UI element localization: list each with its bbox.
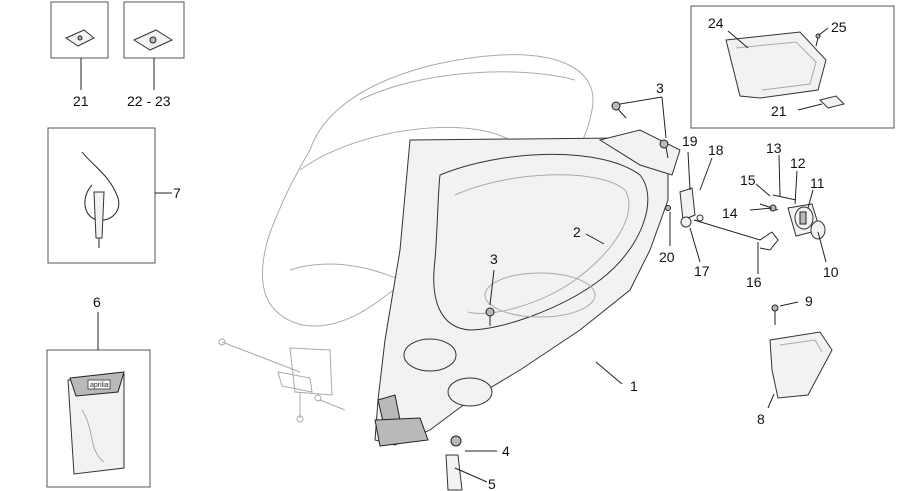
callout-6: 6 bbox=[93, 294, 101, 310]
screw-3-drawing bbox=[485, 101, 669, 326]
helmet-compartment-drawing bbox=[374, 129, 681, 447]
callout-13: 13 bbox=[766, 140, 782, 156]
callout-22-23: 22 - 23 bbox=[127, 93, 171, 109]
callout-9: 9 bbox=[805, 293, 813, 309]
callout-15: 15 bbox=[740, 172, 756, 188]
screw-9-drawing bbox=[771, 304, 779, 325]
callout-10: 10 bbox=[823, 264, 839, 280]
drain-tube-drawing bbox=[445, 435, 463, 491]
callout-14: 14 bbox=[722, 205, 738, 221]
inset-box-22-23 bbox=[123, 1, 185, 59]
callout-4: 4 bbox=[502, 443, 510, 459]
small-hardware-drawing bbox=[665, 187, 696, 228]
lock-rod-drawing bbox=[693, 214, 779, 251]
callout-24: 24 bbox=[708, 15, 724, 31]
callout-16: 16 bbox=[746, 274, 762, 290]
callout-12: 12 bbox=[790, 155, 806, 171]
callout-5: 5 bbox=[488, 476, 496, 491]
callout-17: 17 bbox=[694, 263, 710, 279]
callout-21-box: 21 bbox=[771, 103, 787, 119]
pocket-8-drawing bbox=[769, 331, 833, 399]
callout-19: 19 bbox=[682, 133, 698, 149]
callout-3-bottom: 3 bbox=[490, 251, 498, 267]
pouch-brand-label: aprilia bbox=[90, 382, 109, 389]
seat-hinge-drawing bbox=[218, 338, 346, 423]
callout-7: 7 bbox=[173, 185, 181, 201]
callout-3-top: 3 bbox=[656, 80, 664, 96]
callout-1: 1 bbox=[630, 378, 638, 394]
callout-8: 8 bbox=[757, 411, 765, 427]
callout-11: 11 bbox=[810, 175, 825, 191]
callout-20: 20 bbox=[659, 249, 675, 265]
inset-box-6: aprilia bbox=[46, 349, 151, 488]
leader-lines bbox=[80, 27, 829, 483]
callout-2: 2 bbox=[573, 224, 581, 240]
callout-25: 25 bbox=[831, 19, 847, 35]
inset-box-7 bbox=[47, 127, 156, 264]
inset-box-24-25 bbox=[690, 5, 895, 129]
inset-box-21 bbox=[50, 1, 109, 59]
callout-18: 18 bbox=[708, 142, 724, 158]
callout-21-inset: 21 bbox=[73, 93, 89, 109]
lock-cylinder-drawing bbox=[759, 194, 826, 240]
